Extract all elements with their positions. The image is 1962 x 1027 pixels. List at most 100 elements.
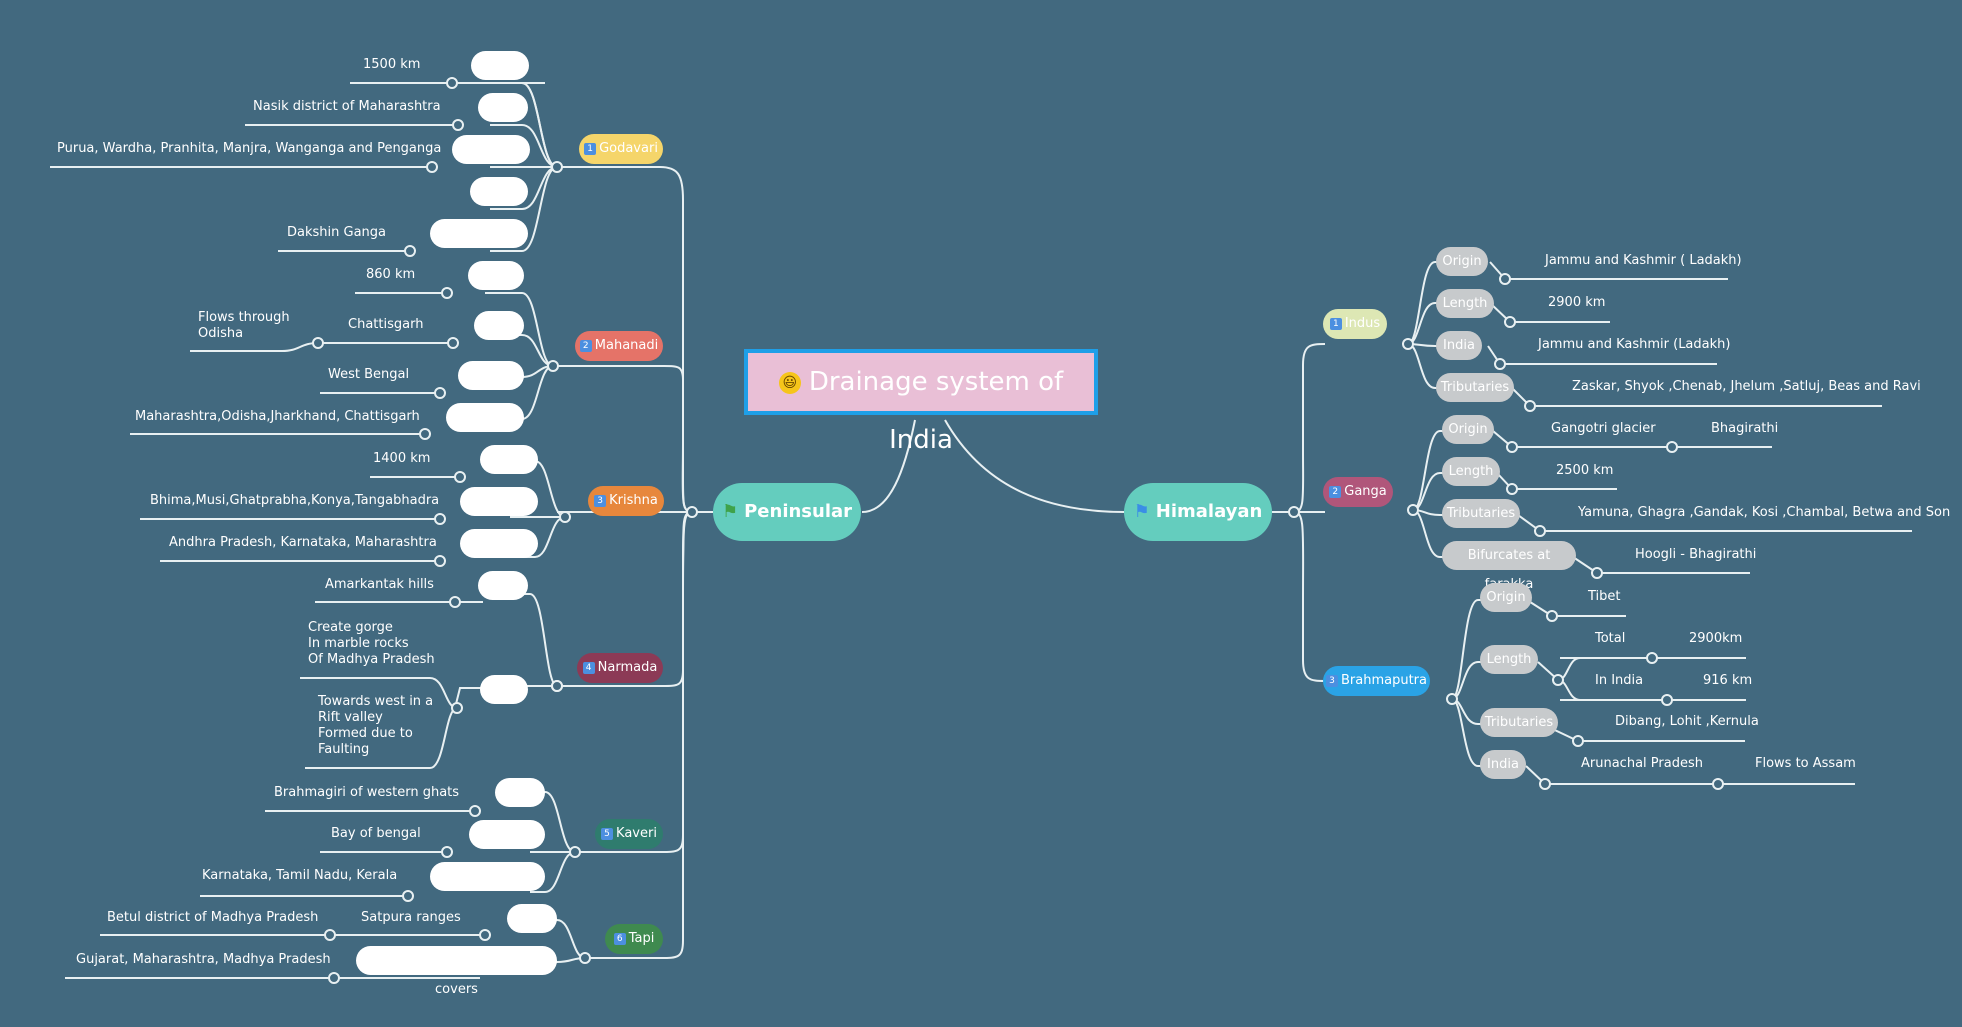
himalayan-label: Himalayan bbox=[1155, 501, 1263, 522]
kaveri-shares-pill[interactable]: Shares basin with bbox=[430, 862, 545, 891]
brahmaputra-num: 3 bbox=[1326, 675, 1338, 687]
indus-label: Indus bbox=[1344, 316, 1381, 331]
brahmaputra-length-pill[interactable]: Length bbox=[1480, 645, 1538, 674]
tapi-label: Tapi bbox=[628, 931, 655, 946]
tapi-origin: Satpura ranges bbox=[361, 910, 461, 925]
kaveri-origin-pill[interactable]: Origin bbox=[495, 778, 545, 807]
tapi-flows: Gujarat, Maharashtra, Madhya Pradesh bbox=[76, 952, 331, 967]
brahmaputra-label: Brahmaputra bbox=[1341, 673, 1427, 688]
kaveri-drains-pill[interactable]: Drains into bbox=[469, 820, 545, 849]
mahanadi-num: 2 bbox=[579, 340, 592, 352]
narmada-flows-pill[interactable]: Flows bbox=[480, 675, 528, 704]
godavari-length: 1500 km bbox=[363, 57, 421, 72]
blue-flag-icon: ⚑ bbox=[1133, 501, 1150, 522]
brahmaputra-tributaries-pill[interactable]: Tributaries bbox=[1480, 708, 1558, 737]
ganga-tributaries-pill[interactable]: Tributaries bbox=[1442, 499, 1520, 528]
tapi-origin-district: Betul district of Madhya Pradesh bbox=[107, 910, 319, 925]
brahmaputra-inindia: 916 km bbox=[1703, 673, 1753, 688]
ganga-label: Ganga bbox=[1344, 484, 1387, 499]
godavari-num: 1 bbox=[584, 143, 597, 155]
narmada-label: Narmada bbox=[597, 660, 658, 675]
tapi-origin-pill[interactable]: Origin bbox=[507, 904, 557, 933]
mahanadi-basin-pill[interactable]: River basin bbox=[446, 403, 524, 432]
indus-origin-pill[interactable]: Origin bbox=[1436, 247, 1488, 276]
himalayan-node[interactable]: ⚑Himalayan bbox=[1124, 483, 1272, 541]
godavari-tributaries: Purua, Wardha, Pranhita, Manjra, Wangang… bbox=[57, 141, 442, 156]
krishna-length-pill[interactable]: Length bbox=[480, 445, 538, 474]
brahmaputra-total-label: Total bbox=[1595, 631, 1626, 646]
godavari-tributaries-pill[interactable]: Tributaries bbox=[452, 135, 530, 164]
indus-length: 2900 km bbox=[1548, 295, 1606, 310]
godavari-label: Godavari bbox=[599, 141, 658, 156]
ganga-origin: Gangotri glacier bbox=[1551, 421, 1656, 436]
mahanadi-length-pill[interactable]: Length bbox=[468, 261, 524, 290]
indus-india: Jammu and Kashmir (Ladakh) bbox=[1538, 337, 1731, 352]
kaveri-num: 5 bbox=[601, 828, 614, 840]
krishna-tributaries-pill[interactable]: Tributaries bbox=[460, 487, 538, 516]
krishna-basin-pill[interactable]: River basin bbox=[460, 529, 538, 558]
ganga-num: 2 bbox=[1329, 486, 1342, 498]
root-topic[interactable]: 😃Drainage system of India bbox=[744, 349, 1098, 455]
brahmaputra-origin-pill[interactable]: Origin bbox=[1480, 583, 1532, 612]
narmada-flow-gorge: Create gorge In marble rocks Of Madhya P… bbox=[308, 620, 435, 667]
narmada-num: 4 bbox=[582, 662, 595, 674]
tapi-flows-pill[interactable]: Flows through basin that covers bbox=[356, 946, 557, 997]
godavari-aka: Dakshin Ganga bbox=[287, 225, 386, 240]
godavari-largest-pill[interactable]: Largest bbox=[470, 177, 528, 206]
indus-india-pill[interactable]: India bbox=[1436, 331, 1482, 360]
root-title: Drainage system of India bbox=[808, 367, 1064, 455]
kaveri-drains: Bay of bengal bbox=[331, 826, 421, 841]
brahmaputra-origin: Tibet bbox=[1588, 589, 1621, 604]
mahanadi-drains: West Bengal bbox=[328, 367, 410, 382]
indus-length-pill[interactable]: Length bbox=[1436, 289, 1494, 318]
indus-tributaries: Zaskar, Shyok ,Chenab, Jhelum ,Satluj, B… bbox=[1572, 379, 1921, 394]
narmada-flow-west: Towards west in a Rift valley Formed due… bbox=[318, 694, 434, 757]
godavari-length-pill[interactable]: Length bbox=[471, 51, 529, 80]
brahmaputra-india-pill[interactable]: India bbox=[1480, 750, 1526, 779]
ganga-length: 2500 km bbox=[1556, 463, 1614, 478]
green-flag-icon: ⚑ bbox=[721, 501, 739, 522]
brahmaputra-inindia-label: In India bbox=[1595, 673, 1644, 688]
indus-num: 1 bbox=[1329, 318, 1342, 330]
kaveri-origin: Brahmagiri of western ghats bbox=[274, 785, 460, 800]
peninsular-label: Peninsular bbox=[744, 501, 853, 522]
krishna-num: 3 bbox=[594, 495, 607, 507]
mahanadi-flows: Flows through Odisha bbox=[198, 310, 290, 341]
ganga-tributaries: Yamuna, Ghagra ,Gandak, Kosi ,Chambal, B… bbox=[1578, 505, 1951, 520]
krishna-basin: Andhra Pradesh, Karnataka, Maharashtra bbox=[169, 535, 437, 550]
krishna-tributaries: Bhima,Musi,Ghatprabha,Konya,Tangabhadra bbox=[150, 493, 440, 508]
narmada-origin-pill[interactable]: Origin bbox=[478, 571, 528, 600]
indus-origin: Jammu and Kashmir ( Ladakh) bbox=[1545, 253, 1742, 268]
godavari-origin: Nasik district of Maharashtra bbox=[253, 99, 441, 114]
kaveri-shares: Karnataka, Tamil Nadu, Kerala bbox=[202, 868, 398, 883]
mahanadi-drains-pill[interactable]: Drains at bbox=[458, 361, 524, 390]
godavari-aka-pill[interactable]: Also known as bbox=[430, 219, 528, 248]
ganga-origin-bhagirathi: Bhagirathi bbox=[1711, 421, 1779, 436]
mahanadi-length: 860 km bbox=[366, 267, 416, 282]
brahmaputra-india-assam: Flows to Assam bbox=[1755, 756, 1856, 771]
tapi-num: 6 bbox=[613, 933, 626, 945]
mahanadi-label: Mahanadi bbox=[594, 338, 659, 353]
ganga-origin-pill[interactable]: Origin bbox=[1442, 415, 1494, 444]
godavari-origin-pill[interactable]: Origin bbox=[478, 93, 528, 122]
mahanadi-basin: Maharashtra,Odisha,Jharkhand, Chattisgar… bbox=[135, 409, 420, 424]
kaveri-label: Kaveri bbox=[616, 826, 657, 841]
brahmaputra-tributaries: Dibang, Lohit ,Kernula bbox=[1615, 714, 1759, 729]
indus-tributaries-pill[interactable]: Tributaries bbox=[1436, 373, 1514, 402]
mahanadi-origin-pill[interactable]: Origin bbox=[474, 311, 524, 340]
krishna-length: 1400 km bbox=[373, 451, 431, 466]
ganga-bifurcates-pill[interactable]: Bifurcates at farakka bbox=[1442, 541, 1576, 592]
peninsular-node[interactable]: ⚑Peninsular bbox=[713, 483, 861, 541]
ganga-length-pill[interactable]: Length bbox=[1442, 457, 1500, 486]
krishna-label: Krishna bbox=[609, 493, 658, 508]
brahmaputra-india: Arunachal Pradesh bbox=[1581, 756, 1703, 771]
